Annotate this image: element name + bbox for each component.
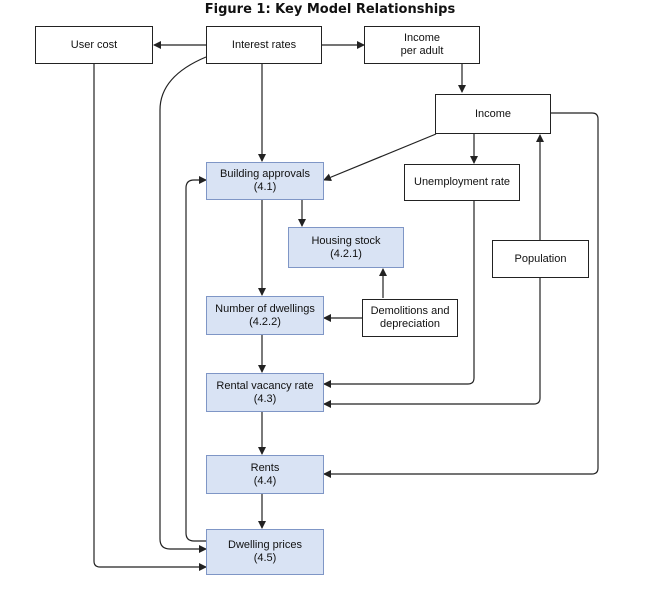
edge-usercost-to-prices	[93, 64, 207, 571]
node-unemployment-rate: Unemployment rate	[404, 164, 520, 201]
node-rents: Rents (4.4)	[206, 455, 324, 494]
edge-income-to-rents	[323, 112, 599, 478]
node-population: Population	[492, 240, 589, 278]
edge-unemployment-to-vacancy	[323, 201, 475, 388]
node-user-cost: User cost	[35, 26, 153, 64]
node-income-per-adult: Income per adult	[364, 26, 480, 64]
node-interest-rates: Interest rates	[206, 26, 322, 64]
edge-population-to-vacancy	[323, 278, 541, 408]
edge-interest-to-prices	[159, 56, 207, 553]
node-dwelling-prices: Dwelling prices (4.5)	[206, 529, 324, 575]
node-income: Income	[435, 94, 551, 134]
figure-title: Figure 1: Key Model Relationships	[204, 2, 456, 17]
node-housing-stock: Housing stock (4.2.1)	[288, 227, 404, 268]
edge-income-to-approvals	[323, 133, 437, 182]
node-rental-vacancy-rate: Rental vacancy rate (4.3)	[206, 373, 324, 412]
node-building-approvals: Building approvals (4.1)	[206, 162, 324, 200]
node-demolitions-depreciation: Demolitions and depreciation	[362, 299, 458, 337]
node-number-of-dwellings: Number of dwellings (4.2.2)	[206, 296, 324, 335]
edge-prices-to-approvals	[185, 176, 207, 542]
